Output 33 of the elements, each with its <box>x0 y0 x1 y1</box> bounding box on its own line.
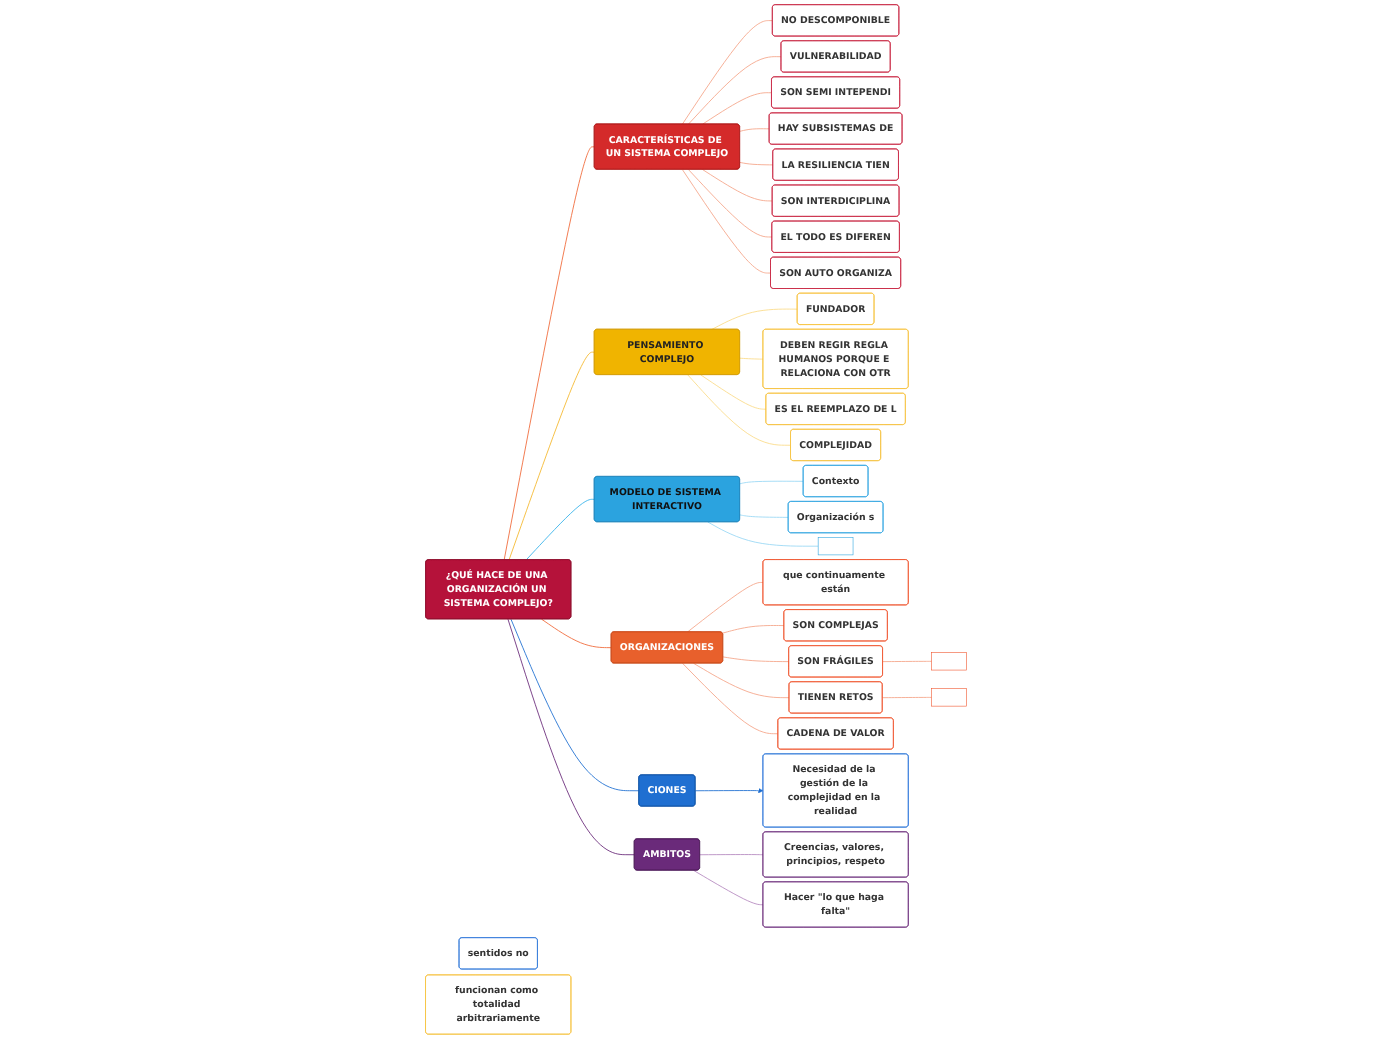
connector <box>739 480 804 485</box>
connector <box>510 618 640 792</box>
connector <box>722 625 785 634</box>
connector <box>739 161 774 166</box>
connector <box>687 582 764 633</box>
connector <box>739 514 789 518</box>
connector <box>702 169 773 202</box>
connector <box>699 854 764 856</box>
connector <box>722 656 790 663</box>
connector <box>693 662 790 699</box>
node-box <box>931 688 967 707</box>
connector <box>702 92 773 125</box>
connector <box>693 870 764 906</box>
connector <box>882 660 932 663</box>
connector <box>681 169 772 274</box>
node-box <box>817 537 854 556</box>
connector <box>711 308 798 330</box>
connector <box>507 618 635 856</box>
connector <box>739 357 764 360</box>
connector <box>541 618 612 649</box>
connector <box>525 498 595 561</box>
connector <box>688 56 782 125</box>
connector <box>739 128 770 132</box>
node-box <box>931 652 967 671</box>
connector <box>882 696 932 699</box>
connector <box>700 374 767 410</box>
connector <box>707 521 819 547</box>
connector <box>508 351 595 561</box>
connector <box>681 20 774 125</box>
connector <box>682 662 779 735</box>
connector <box>687 374 792 446</box>
connector <box>688 169 773 238</box>
connector <box>503 146 595 561</box>
